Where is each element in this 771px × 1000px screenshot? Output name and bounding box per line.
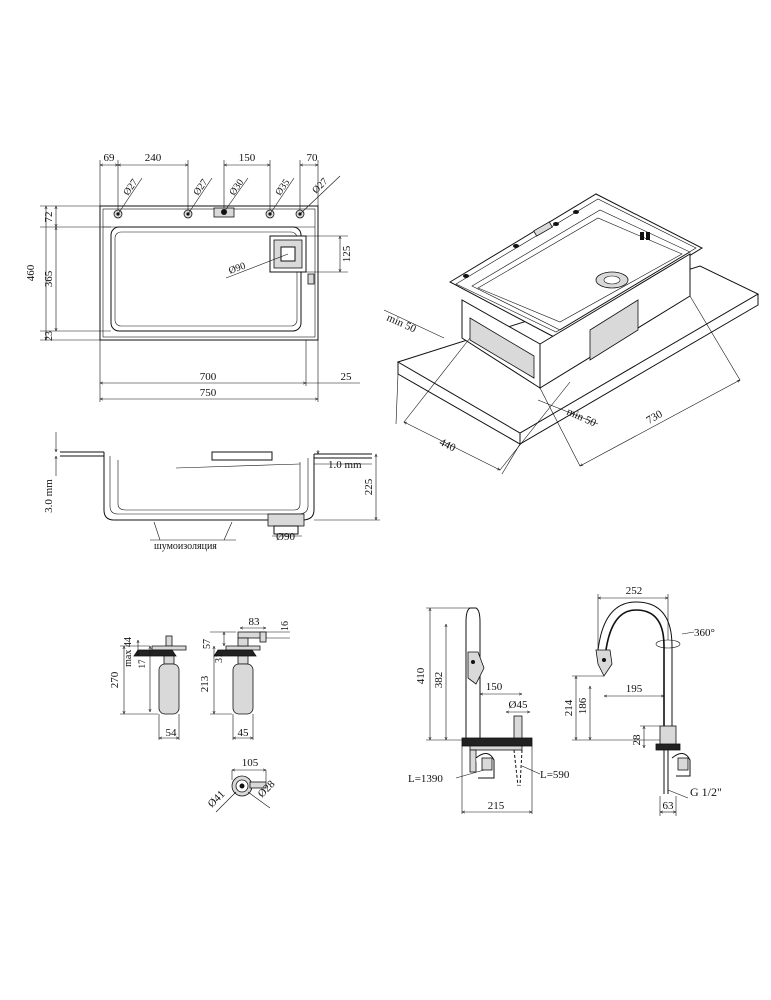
disp-b-45: 45 — [238, 727, 250, 739]
disp-top-105: 105 — [242, 757, 259, 769]
dim-70: 70 — [307, 152, 319, 164]
dim-69: 69 — [104, 152, 116, 164]
disp-a-54: 54 — [166, 727, 178, 739]
section-drain: Ø90 — [276, 531, 295, 543]
faucet-front-215: 215 — [488, 800, 505, 812]
dim-23: 23 — [44, 331, 55, 341]
disp-a-270: 270 — [109, 671, 121, 688]
dim-72: 72 — [43, 212, 55, 223]
disp-a-max44: max 44 — [123, 637, 134, 667]
dim-460: 460 — [25, 264, 37, 281]
faucet-side-thread: G 1/2" — [690, 785, 722, 799]
dim-365: 365 — [43, 270, 55, 287]
sink-isometric-view: min 50 440 min 50 730 — [383, 193, 760, 475]
hole-4: Ø35 — [273, 177, 292, 197]
faucet-front-hose2: L=590 — [540, 769, 570, 781]
faucet-front-view: 410 382 150 Ø45 L=1390 L=590 215 — [408, 608, 570, 814]
faucet-front-hose1: L=1390 — [408, 773, 443, 785]
drain-dim: Ø90 — [227, 261, 247, 277]
faucet-side-360: 360° — [694, 627, 715, 639]
iso-dim-730: 730 — [644, 408, 665, 427]
faucet-side-28: 28 — [631, 734, 643, 746]
faucet-side-195: 195 — [626, 683, 643, 695]
faucet-front-150: 150 — [486, 681, 503, 693]
hole-3: Ø30 — [227, 177, 246, 197]
faucet-side-214: 214 — [563, 699, 575, 716]
soap-dispenser-front: max 44 17 270 54 — [109, 635, 187, 740]
dim-150: 150 — [239, 152, 256, 164]
hole-2: Ø27 — [191, 177, 210, 197]
section-insulation: шумоизоляция — [154, 541, 217, 552]
sink-top-view: 69 240 150 70 Ø27 Ø27 Ø30 Ø35 Ø27 72 460… — [25, 152, 360, 402]
disp-a-17: 17 — [137, 659, 147, 669]
hole-1: Ø27 — [121, 177, 140, 197]
soap-dispenser-top: 105 Ø41 Ø28 — [206, 757, 278, 813]
dim-25: 25 — [341, 371, 353, 383]
sink-section-view: 3.0 mm 1.0 mm 225 шумоизоляция Ø90 — [43, 432, 380, 552]
soap-dispenser-side: 83 16 57 31 213 45 — [199, 616, 291, 740]
faucet-front-410: 410 — [415, 667, 427, 684]
disp-b-31: 31 — [214, 653, 225, 663]
faucet-side-63: 63 — [663, 800, 675, 812]
disp-b-213: 213 — [199, 675, 211, 692]
dim-750: 750 — [200, 387, 217, 399]
faucet-front-382: 382 — [433, 672, 445, 689]
dim-700: 700 — [200, 371, 217, 383]
disp-b-57: 57 — [202, 639, 213, 649]
disp-top-41: Ø41 — [206, 788, 228, 810]
iso-dim-440: 440 — [437, 436, 458, 454]
disp-b-16: 16 — [280, 621, 291, 631]
faucet-front-d45: Ø45 — [509, 699, 528, 711]
iso-dim-min50-a: min 50 — [385, 312, 419, 336]
section-thickness: 3.0 mm — [43, 479, 55, 513]
iso-dim-min50-b: min 50 — [565, 406, 599, 430]
dim-240: 240 — [145, 152, 162, 164]
hole-5: Ø27 — [310, 176, 330, 196]
disp-top-28: Ø28 — [256, 778, 278, 800]
disp-b-83: 83 — [249, 616, 261, 628]
faucet-side-252: 252 — [626, 585, 643, 597]
section-depth: 225 — [363, 478, 375, 495]
faucet-side-186: 186 — [577, 697, 589, 714]
dim-125: 125 — [341, 245, 353, 262]
faucet-side-view: 252 360° 214 186 195 28 G 1/2" 63 — [563, 585, 722, 816]
section-rim: 1.0 mm — [328, 459, 362, 471]
